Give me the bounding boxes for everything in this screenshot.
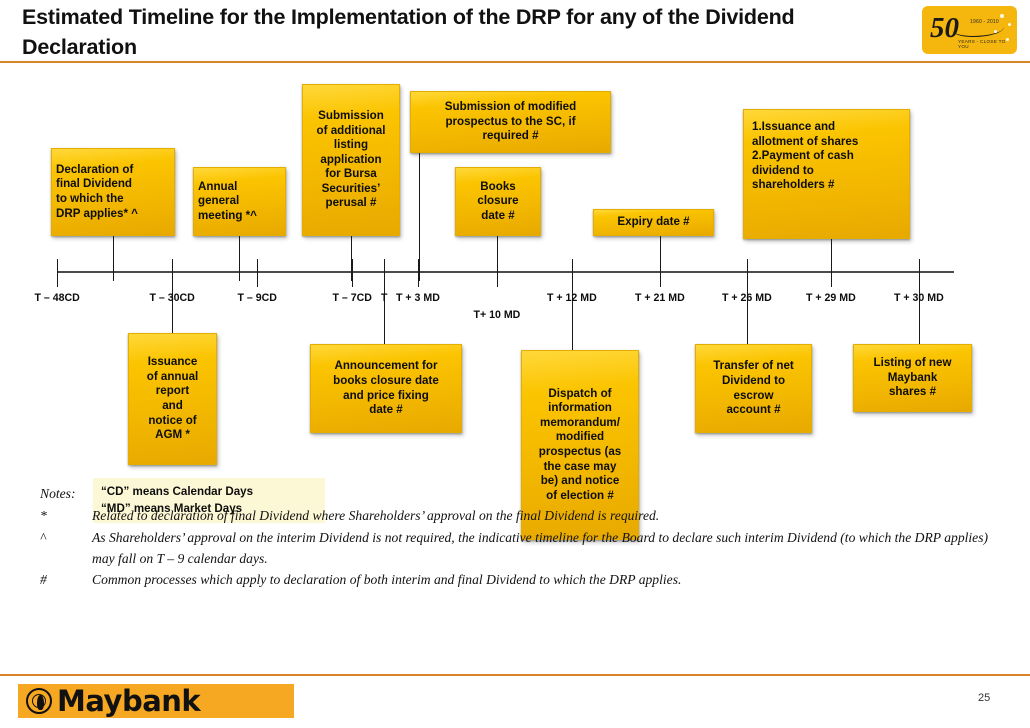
note-text: Related to declaration of final Dividend… bbox=[92, 508, 660, 524]
timeline-tick bbox=[831, 259, 833, 287]
page-header: Estimated Timeline for the Implementatio… bbox=[0, 0, 1030, 63]
notes-heading: Notes: bbox=[40, 486, 76, 501]
dispatch-information-memorandum[interactable]: Dispatch of information memorandum/ modi… bbox=[521, 350, 639, 540]
footer-divider bbox=[0, 674, 1030, 676]
anniversary-swoosh-icon bbox=[952, 20, 1004, 37]
timeline-tick bbox=[57, 259, 59, 287]
timeline-tick-label: T + 12 MD bbox=[547, 292, 597, 304]
timeline-tick-label: T – 30CD bbox=[149, 292, 195, 304]
connector-issuance-annual-report-notice-agm bbox=[172, 281, 173, 333]
timeline-tick bbox=[660, 259, 662, 287]
annual-general-meeting[interactable]: Annual general meeting *^ bbox=[193, 167, 286, 236]
notes-list: * Related to declaration of final Dividen… bbox=[40, 505, 1005, 590]
connector-transfer-net-dividend-escrow bbox=[747, 281, 748, 344]
issuance-annual-report-notice-agm[interactable]: Issuance of annual report and notice of … bbox=[128, 333, 217, 465]
timeline-diagram: Declaration of final Dividend to which t… bbox=[0, 63, 1030, 668]
announcement-books-closure-price-fixing[interactable]: Announcement for books closure date and … bbox=[310, 344, 462, 433]
timeline-tick bbox=[418, 259, 420, 287]
declaration-of-final-dividend[interactable]: Declaration of final Dividend to which t… bbox=[51, 148, 175, 236]
note-text: Common processes which apply to declarat… bbox=[92, 572, 682, 588]
timeline-tick-label: T – 48CD bbox=[34, 292, 80, 304]
timeline-tick bbox=[572, 259, 574, 287]
page-number: 25 bbox=[978, 692, 991, 704]
connector-annual-general-meeting bbox=[239, 236, 240, 281]
connector-declaration-of-final-dividend bbox=[113, 236, 114, 281]
legend-line-cd: “CD” means Calendar Days bbox=[101, 485, 254, 498]
submission-additional-listing-application[interactable]: Submission of additional listing applica… bbox=[302, 84, 400, 236]
connector-submission-modified-prospectus bbox=[419, 153, 420, 281]
timeline-tick bbox=[352, 259, 354, 287]
note-marker: ^ bbox=[40, 529, 46, 545]
timeline-tick bbox=[172, 259, 174, 287]
timeline-tick bbox=[497, 259, 499, 287]
page-title: Estimated Timeline for the Implementatio… bbox=[22, 5, 795, 59]
timeline-axis bbox=[57, 271, 954, 273]
timeline-tick-label: T bbox=[381, 292, 388, 304]
maybank-tiger-icon bbox=[26, 688, 52, 714]
connector-dispatch-information-memorandum bbox=[572, 281, 573, 350]
anniversary-years: 1960 - 2010 bbox=[970, 19, 999, 25]
sparkle-icon bbox=[994, 30, 997, 33]
timeline-tick-label: T + 3 MD bbox=[396, 292, 440, 304]
note-marker: # bbox=[40, 572, 47, 588]
note-item: ^ As Shareholders’ approval on the interi… bbox=[40, 527, 1005, 570]
maybank-wordmark: Maybank bbox=[57, 684, 201, 718]
maybank-50th-anniversary-logo: 50 1960 - 2010 YEARS - CLOSE TO YOU bbox=[922, 6, 1017, 54]
timeline-tick bbox=[747, 259, 749, 287]
expiry-date[interactable]: Expiry date # bbox=[593, 209, 714, 236]
issuance-allotment-and-payment[interactable]: 1.Issuance and allotment of shares 2.Pay… bbox=[743, 109, 910, 239]
submission-modified-prospectus[interactable]: Submission of modified prospectus to the… bbox=[410, 91, 611, 153]
timeline-tick-label: T + 30 MD bbox=[894, 292, 944, 304]
books-closure-date[interactable]: Books closure date # bbox=[455, 167, 541, 236]
note-item: * Related to declaration of final Dividen… bbox=[40, 505, 1005, 526]
connector-announcement-books-closure-price-fixing bbox=[384, 281, 385, 344]
timeline-tick bbox=[257, 259, 259, 287]
note-text: As Shareholders’ approval on the interim… bbox=[92, 529, 989, 566]
connector-listing-of-new-maybank-shares bbox=[919, 281, 920, 344]
connector-books-closure-date bbox=[497, 236, 498, 281]
note-marker: * bbox=[40, 508, 47, 524]
legend-box: “CD” means Calendar Days “MD” means Mark… bbox=[93, 478, 325, 523]
timeline-tick bbox=[384, 259, 386, 287]
timeline-tick-label: T + 21 MD bbox=[635, 292, 685, 304]
timeline-tick-label: T + 29 MD bbox=[806, 292, 856, 304]
timeline-tick bbox=[919, 259, 921, 287]
timeline-tick-label: T+ 10 MD bbox=[473, 309, 521, 321]
timeline-tick-label: T + 26 MD bbox=[722, 292, 772, 304]
anniversary-tagline: YEARS - CLOSE TO YOU bbox=[958, 39, 1006, 49]
timeline-tick-label: T – 7CD bbox=[332, 292, 372, 304]
listing-of-new-maybank-shares[interactable]: Listing of new Maybank shares # bbox=[853, 344, 972, 412]
header-divider bbox=[0, 61, 1030, 63]
maybank-logo: Maybank bbox=[18, 684, 294, 718]
connector-submission-additional-listing-application bbox=[351, 236, 352, 281]
sparkle-icon bbox=[1006, 38, 1009, 41]
legend-line-md: “MD” means Market Days bbox=[101, 502, 243, 515]
timeline-tick-label: T – 9CD bbox=[237, 292, 277, 304]
notes-section: Notes: * Related to declaration of final … bbox=[40, 483, 1005, 590]
sparkle-icon bbox=[1000, 14, 1004, 18]
connector-expiry-date bbox=[660, 236, 661, 281]
note-item: # Common processes which apply to declara… bbox=[40, 569, 1005, 590]
sparkle-icon bbox=[1008, 23, 1011, 26]
transfer-net-dividend-escrow[interactable]: Transfer of net Dividend to escrow accou… bbox=[695, 344, 812, 433]
